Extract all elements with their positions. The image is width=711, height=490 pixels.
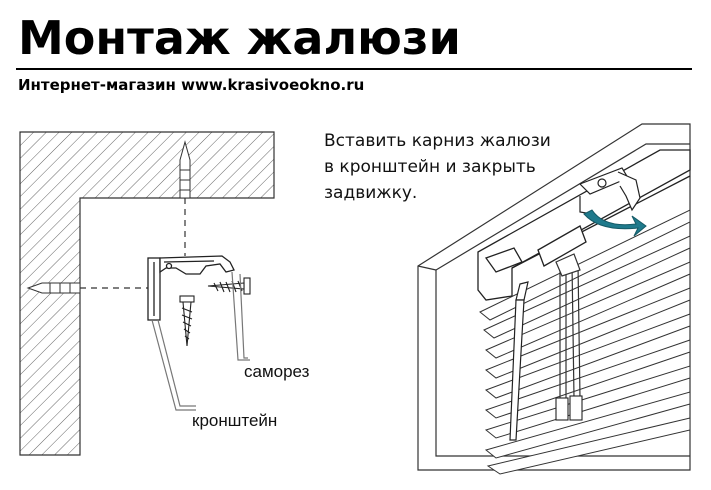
instruction-line: задвижку. — [324, 183, 418, 203]
instruction-line: Вставить карниз жалюзи — [324, 131, 551, 151]
latch-arrow-icon — [583, 209, 647, 237]
vertical-screw-icon — [179, 295, 195, 347]
cord-tassels-icon — [555, 395, 583, 421]
title-divider — [16, 68, 692, 70]
horizontal-screw-icon — [207, 277, 251, 295]
instruction-text: Вставить карниз жалюзи в кронштейн и зак… — [324, 128, 551, 206]
page-title: Монтаж жалюзи — [18, 11, 461, 65]
screw-label: саморез — [244, 362, 310, 381]
guide-lines — [80, 198, 186, 289]
store-subtitle: Интернет-магазин www.krasivoeokno.ru — [18, 76, 365, 94]
callout-leaders — [151, 271, 250, 411]
bracket-icon — [147, 255, 235, 321]
wall-dowel-icon — [26, 282, 81, 294]
tilt-wand-icon — [509, 281, 529, 441]
ceiling-dowel-icon — [179, 140, 191, 199]
blind-slats — [479, 209, 691, 475]
instruction-line: в кронштейн и закрыть — [324, 157, 536, 177]
pull-cord — [555, 253, 581, 399]
bracket-label: кронштейн — [192, 411, 278, 430]
